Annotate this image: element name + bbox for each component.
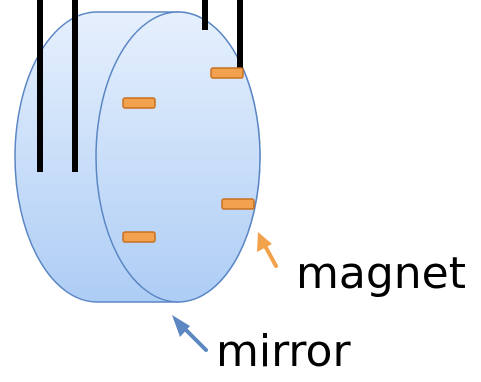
mirror-arrow-icon <box>172 315 208 352</box>
magnet-label: magnet <box>296 248 466 299</box>
magnet <box>221 198 255 210</box>
magnet <box>122 97 156 109</box>
magnet <box>210 67 244 79</box>
mirror-front-face <box>95 11 261 303</box>
mirror-label: mirror <box>216 326 351 377</box>
magnet <box>122 231 156 243</box>
magnet-arrow-icon <box>257 232 278 268</box>
